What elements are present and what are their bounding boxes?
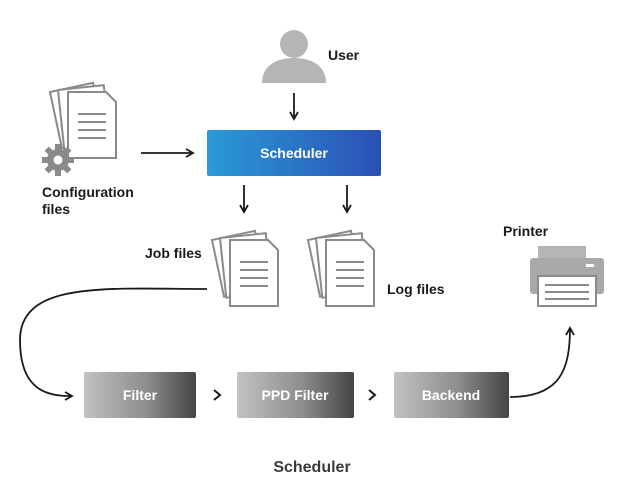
- configuration-files-icon: [42, 81, 117, 176]
- arrow-backend-to-printer: [509, 326, 575, 398]
- user-label: User: [328, 47, 360, 63]
- ppd-filter-box-label: PPD Filter: [262, 387, 329, 403]
- user-icon: [262, 30, 326, 83]
- chevron-right-icon: [213, 389, 222, 401]
- chevron-right-icon: [368, 389, 377, 401]
- gear-icon: [42, 144, 74, 176]
- log-files-icon: [306, 229, 375, 307]
- log-files-label: Log files: [387, 281, 445, 297]
- configuration-files-label-line1: Configuration: [42, 184, 134, 200]
- diagram-caption: Scheduler: [273, 459, 350, 476]
- scheduler-box: Scheduler: [207, 130, 381, 176]
- filter-box-label: Filter: [123, 387, 158, 403]
- filter-box: Filter: [84, 372, 196, 418]
- job-files-label: Job files: [145, 245, 202, 261]
- backend-box: Backend: [394, 372, 509, 418]
- ppd-filter-box: PPD Filter: [237, 372, 354, 418]
- configuration-files-label-line2: files: [42, 201, 70, 217]
- printer-icon: [530, 246, 604, 307]
- backend-box-label: Backend: [422, 387, 480, 403]
- job-files-icon: [210, 229, 279, 307]
- scheduler-box-label: Scheduler: [260, 145, 328, 161]
- printer-label: Printer: [503, 223, 549, 239]
- arrow-job-files-to-filter: [19, 287, 208, 401]
